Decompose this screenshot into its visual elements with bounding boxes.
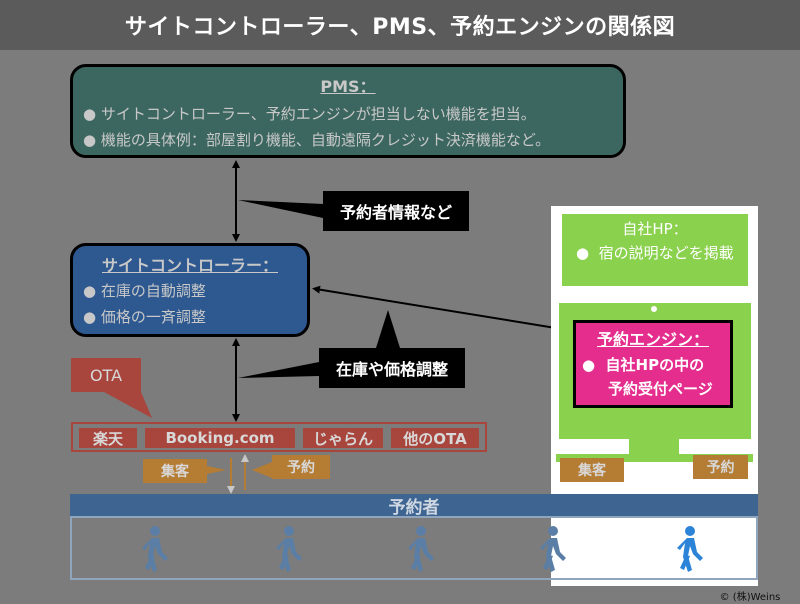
pms-bullet: ● 機能の具体例：部屋割り機能、自動遠隔クレジット決済機能など。	[83, 131, 551, 149]
walking-person-icon	[677, 526, 703, 572]
site-controller-title: サイトコントローラー：	[101, 256, 278, 275]
page-title: サイトコントローラー、PMS、予約エンジンの関係図	[0, 0, 800, 50]
monitor-stand	[629, 439, 679, 455]
monitor-base	[556, 454, 753, 462]
people-icons	[142, 526, 703, 572]
own-hp-box: 自社HP： ● 宿の説明などを掲載	[562, 214, 748, 286]
own-hp-bullet: ● 宿の説明などを掲載	[576, 244, 734, 262]
site-controller-box: サイトコントローラー： ● 在庫の自動調整 ● 価格の一斉調整	[70, 243, 310, 337]
ota-tag-pointer	[104, 392, 152, 418]
pms-bullet: ● サイトコントローラー、予約エンジンが担当しない機能を担当。	[83, 105, 536, 123]
booking-engine-inner: 予約エンジン： ● 自社HPの中の 予約受付ページ	[576, 323, 730, 405]
ota-row: 楽天 Booking.com じゃらん 他のOTA	[71, 422, 487, 452]
right-attract-tag: 集客	[560, 458, 624, 482]
booking-engine-line: 予約受付ページ	[608, 380, 713, 398]
inventory-price-label: 在庫や価格調整	[319, 348, 465, 388]
site-controller-bullet: ● 在庫の自動調整	[83, 282, 206, 300]
left-reserve-tag: 予約	[272, 455, 330, 479]
left-attract-tag: 集客	[143, 459, 207, 483]
left-attract-pointer	[207, 466, 226, 474]
guest-info-pointer	[238, 200, 323, 218]
monitor-camera-icon	[651, 306, 657, 312]
pms-box: PMS： ● サイトコントローラー、予約エンジンが担当しない機能を担当。 ● 機…	[70, 64, 626, 158]
booker-bar: 予約者	[70, 494, 758, 518]
inventory-pointer	[238, 362, 319, 378]
ota-tag: OTA	[71, 358, 141, 392]
walking-person-icon	[540, 526, 566, 572]
right-reserve-tag: 予約	[693, 455, 748, 479]
booking-engine-box: 予約エンジン： ● 自社HPの中の 予約受付ページ	[573, 320, 733, 408]
walking-person-icon	[276, 526, 302, 572]
walking-person-icon	[408, 526, 434, 572]
left-reserve-pointer	[252, 462, 272, 478]
own-hp-title: 自社HP：	[622, 220, 688, 238]
people-row	[70, 516, 758, 580]
ota-item-other: 他のOTA	[391, 428, 479, 448]
booking-engine-line: ● 自社HPの中の	[582, 356, 705, 374]
ota-item-rakuten: 楽天	[79, 428, 137, 448]
walking-person-icon	[142, 526, 168, 572]
copyright: © (株)Weins	[719, 591, 781, 603]
sc-engine-arrow	[312, 285, 578, 335]
ota-item-jalan: じゃらん	[303, 428, 383, 448]
booking-engine-title: 予約エンジン：	[596, 330, 709, 349]
guest-info-label: 予約者情報など	[323, 191, 469, 231]
inventory-pointer-up	[376, 310, 400, 348]
ota-item-booking: Booking.com	[145, 428, 295, 448]
site-controller-bullet: ● 価格の一斉調整	[83, 308, 206, 326]
pms-title: PMS：	[320, 77, 376, 96]
